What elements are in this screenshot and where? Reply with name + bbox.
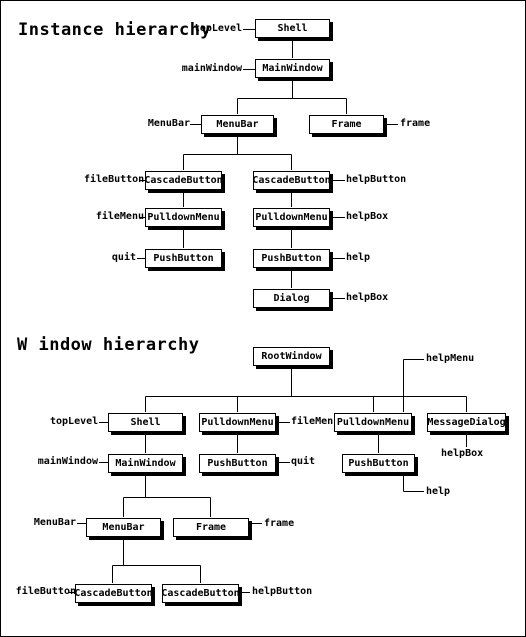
instance-help-label: help [346, 252, 371, 263]
window-cascade-file-node: CascadeButton [75, 584, 152, 603]
instance-shell-node: Shell [255, 19, 330, 38]
instance-menubar-label: MenuBar [147, 118, 190, 129]
window-push-help-node: PushButton [342, 454, 415, 473]
window-cascade-help-node: CascadeButton [162, 584, 239, 603]
instance-hierarchy-title: Instance hierarchy [18, 20, 212, 40]
window-helpbox-label: helpBox [441, 448, 484, 459]
instance-filemenu-label: fileMenu [95, 211, 144, 222]
instance-pulldown-file-node: PulldownMenu [145, 208, 222, 227]
instance-helpbutton-label: helpButton [346, 174, 407, 185]
window-menubar-node: MenuBar [86, 518, 161, 537]
window-shell-node: Shell [108, 413, 183, 432]
window-helpmenu-label: helpMenu [426, 353, 475, 364]
instance-mainwindow-label: mainWindow [181, 63, 242, 74]
window-filebutton-label: fileButton [15, 586, 76, 597]
instance-toplevel-label: topLevel [193, 23, 242, 34]
window-helpbutton-label: helpButton [252, 586, 313, 597]
instance-cascade-file-node: CascadeButton [145, 171, 222, 190]
instance-menubar-node: MenuBar [201, 115, 274, 134]
instance-frame-label: frame [400, 118, 431, 129]
instance-quit-label: quit [111, 252, 136, 263]
window-filemenu-label: fileMenu [291, 416, 333, 427]
instance-pulldown-help-node: PulldownMenu [253, 208, 330, 227]
instance-dialog-node: Dialog [253, 289, 330, 308]
instance-mainwindow-node: MainWindow [255, 59, 330, 78]
window-help-label: help [426, 486, 451, 497]
window-mainwindow-node: MainWindow [108, 454, 183, 473]
instance-helpbox-menu-label: helpBox [346, 211, 389, 222]
instance-frame-node: Frame [309, 115, 384, 134]
window-hierarchy-title: W indow hierarchy [17, 335, 200, 355]
instance-push-help-node: PushButton [253, 249, 330, 268]
window-toplevel-label: topLevel [50, 416, 99, 427]
window-mainwindow-label: mainWindow [37, 456, 98, 467]
window-frame-label: frame [264, 518, 295, 529]
instance-helpbox-dialog-label: helpBox [346, 292, 389, 303]
window-quit-label: quit [291, 456, 316, 467]
window-pulldown-help-node: PulldownMenu [334, 413, 412, 432]
window-frame-node: Frame [173, 518, 249, 537]
window-pulldown-file-node: PulldownMenu [199, 413, 276, 432]
instance-filebutton-label: fileButton [84, 174, 145, 185]
window-rootwindow-node: RootWindow [253, 347, 330, 366]
window-menubar-label: MenuBar [33, 517, 76, 528]
window-push-quit-node: PushButton [199, 454, 276, 473]
window-messagedialog-node: MessageDialog [427, 413, 506, 432]
instance-push-quit-node: PushButton [145, 249, 222, 268]
instance-cascade-help-node: CascadeButton [253, 171, 330, 190]
